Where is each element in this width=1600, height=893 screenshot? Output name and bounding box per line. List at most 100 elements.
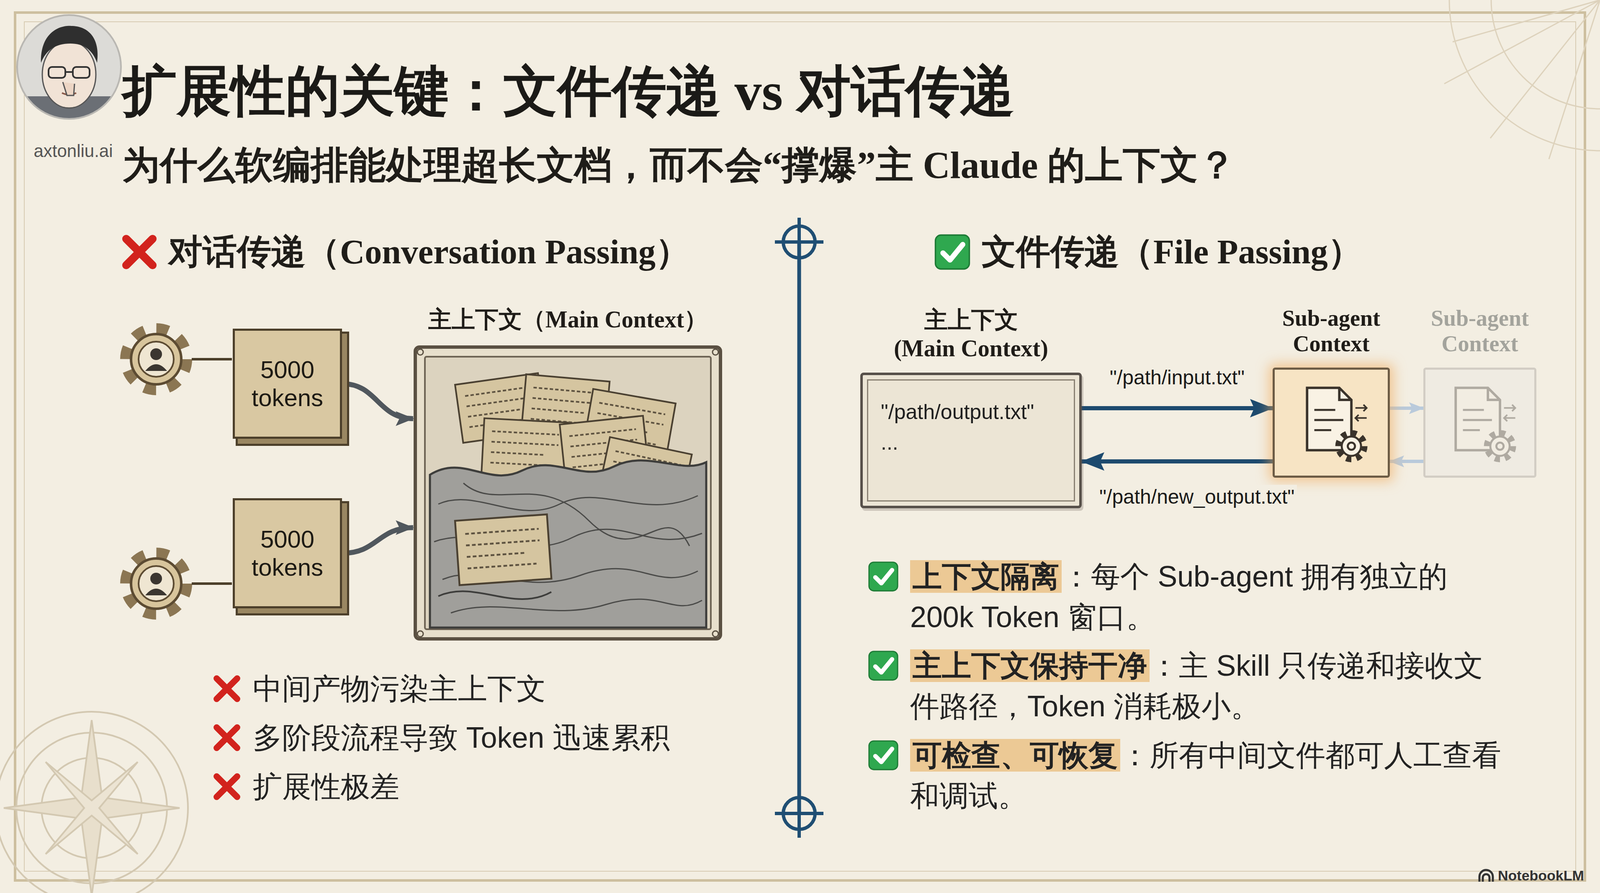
agent-gear-icon [145,364,168,371]
agent-gear-icon [150,348,163,361]
polluted-context-art [424,356,711,630]
agent-document-icon [1490,436,1510,456]
highlight-term: 主上下文保持干净 [910,649,1150,682]
drawback-item: 中间产物污染主上下文 [252,671,777,707]
notebooklm-logo [1479,869,1493,882]
agent-gear-icon [145,588,168,596]
connector [1389,459,1424,464]
agent-document-icon [1487,387,1500,400]
agent-document-icon [1338,433,1365,460]
cross-icon [216,776,238,798]
section-heading: 文件传递（File Passing） [981,231,1568,273]
agent-gear-icon [126,329,187,390]
divider [774,217,824,267]
agent-document-icon [1355,404,1367,422]
diagram-title: 扩展性的关键：文件传递 vs 对话传递 [122,60,1015,124]
edge-label: "/path/input.txt" [1107,365,1248,390]
polluted-context-art [712,630,719,637]
polluted-context-art [438,591,552,600]
main-context: 主上下文（Main Context） [413,305,723,641]
connector [342,527,414,554]
polluted-context-art [455,514,552,586]
token-box: 5000 tokens [232,328,343,439]
connector [1081,459,1273,464]
section-heading: 对话传递（Conversation Passing） [168,231,776,273]
avatar [16,25,122,130]
cross-icon [216,727,238,749]
agent-document-icon [1314,409,1344,430]
agent-document-icon [1339,387,1352,400]
polluted-context-art [417,349,719,637]
agent-gear-icon [131,558,182,609]
gear-link [191,582,232,585]
compass-rose [0,711,188,893]
notebooklm-logo [1479,869,1493,882]
corner-ornament [1444,0,1600,160]
avatar [41,25,98,63]
benefit-item: 上下文隔离：每个 Sub-agent 拥有独立的 200k Token 窗口。 [910,556,1505,638]
drawback-item: 多阶段流程导致 Token 迅速累积 [252,720,777,756]
connector [1081,406,1273,411]
agent-document-icon [1486,433,1513,460]
notebooklm-logo [1482,874,1490,882]
agent-document-icon [1504,404,1516,422]
context-frame [413,344,723,641]
gear-link [191,359,232,584]
agent-box [1272,367,1390,478]
agent-document-icon [1425,369,1535,476]
agent-document-icon [1463,409,1492,430]
polluted-context-art [712,349,719,355]
path-text: ... [880,429,1080,456]
token-box: 5000 tokens [232,498,343,609]
compass-rose [0,711,188,893]
page-frame [24,21,1576,872]
check-icon [869,651,898,680]
node-heading: Sub-agent Context [1423,305,1537,357]
avatar [42,41,96,109]
main-context: 主上下文 (Main Context)"/path/output.txt"... [860,305,1082,509]
corner-ornament [1491,0,1600,109]
check-icon [935,235,970,270]
page-frame [15,12,1585,881]
agent-document-icon [1347,442,1355,450]
agent-document-icon [1341,436,1361,456]
corner-ornament [1449,0,1600,151]
token-count: 5000 tokens [239,525,336,582]
polluted-context-art [413,344,723,641]
polluted-context-art [438,495,698,511]
page-frame [15,12,1585,881]
divider [797,241,802,814]
agent-document-icon [1274,369,1388,476]
avatar [17,15,121,119]
agent-gear-icon [150,572,163,585]
agent-gear-icon [126,553,187,614]
polluted-context-art [434,483,703,613]
polluted-context-art [450,599,703,613]
check-icon [869,740,898,770]
corner-ornament [1444,0,1600,160]
avatar [65,71,73,73]
benefit-item: 可检查、可恢复：所有中间文件都可人工查看和调试。 [910,735,1505,817]
watermark: NotebookLM [1497,866,1593,885]
author-handle: axtonliu.ai [18,140,128,162]
polluted-context-art [417,630,424,637]
cross-icon [216,678,238,700]
divider [774,789,824,838]
token-count: 5000 tokens [239,355,336,412]
benefit-item: 主上下文保持干净：主 Skill 只传递和接收文件路径，Token 消耗极小。 [910,645,1505,727]
compass-rose [3,720,180,893]
node-heading: Sub-agent Context [1272,305,1390,357]
highlight-term: 上下文隔离 [910,560,1062,593]
compass-rose [45,761,138,855]
cross-icon [126,239,153,266]
agent-gear-icon [138,565,174,602]
agent-gear-icon [138,341,174,377]
highlight-term: 可检查、可恢复 [910,738,1121,772]
edge-label: "/path/new_output.txt" [1096,484,1297,510]
path-text: "/path/output.txt" [880,399,1080,425]
agent-gear-icon [126,553,187,614]
node-heading: 主上下文（Main Context） [413,305,723,334]
connector [1389,406,1424,410]
